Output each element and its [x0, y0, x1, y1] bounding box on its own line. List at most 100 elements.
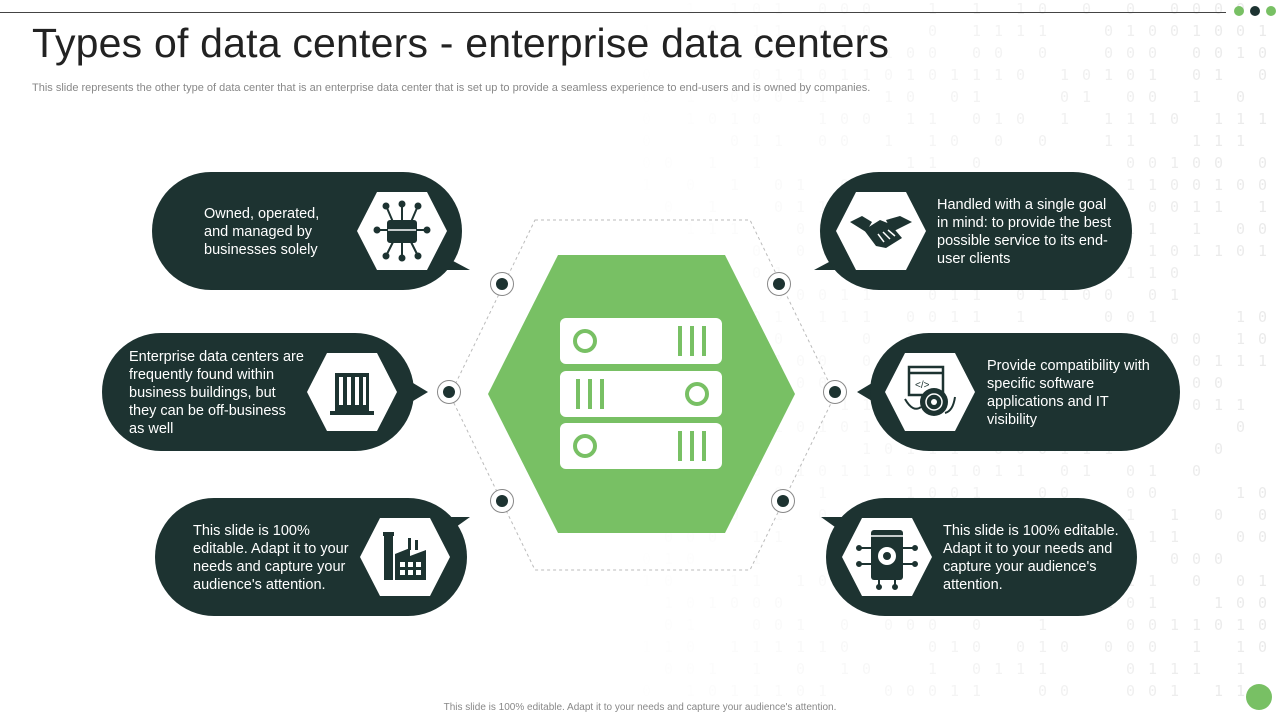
- svg-text:1: 1: [972, 0, 981, 18]
- svg-text:0: 0: [818, 374, 827, 392]
- svg-text:1: 1: [796, 572, 805, 590]
- info-text: Handled with a single goal in mind: to p…: [937, 197, 1112, 267]
- svg-text:1: 1: [1236, 132, 1245, 150]
- svg-text:1: 1: [928, 132, 937, 150]
- svg-text:0: 0: [818, 132, 827, 150]
- svg-text:1: 1: [1016, 0, 1025, 18]
- svg-text:0: 0: [1214, 550, 1223, 568]
- svg-text:1: 1: [1148, 220, 1157, 238]
- svg-text:1: 1: [1192, 616, 1201, 634]
- svg-text:1: 1: [1258, 242, 1267, 260]
- svg-text:1: 1: [1126, 132, 1135, 150]
- svg-text:1: 1: [1016, 308, 1025, 326]
- svg-text:0: 0: [1236, 528, 1245, 546]
- svg-text:0: 0: [994, 44, 1003, 62]
- svg-text:1: 1: [1126, 264, 1135, 282]
- svg-text:0: 0: [972, 660, 981, 678]
- svg-text:1: 1: [1214, 352, 1223, 370]
- svg-text:0: 0: [1104, 308, 1113, 326]
- svg-text:1: 1: [1236, 44, 1245, 62]
- svg-text:1: 1: [1126, 110, 1135, 128]
- svg-text:0: 0: [862, 110, 871, 128]
- svg-text:1: 1: [1236, 682, 1245, 700]
- info-pill-editable-right: This slide is 100% editable. Adapt it to…: [826, 498, 1137, 616]
- svg-text:1: 1: [818, 682, 827, 700]
- svg-text:1: 1: [1214, 396, 1223, 414]
- info-text: This slide is 100% editable. Adapt it to…: [943, 523, 1119, 593]
- svg-text:0: 0: [1258, 220, 1267, 238]
- svg-text:0: 0: [1060, 462, 1069, 480]
- svg-text:1: 1: [1104, 132, 1113, 150]
- svg-text:1: 1: [1148, 594, 1157, 612]
- info-pill-compatibility: </> Provide compatibility with specific …: [870, 333, 1180, 451]
- svg-text:0: 0: [1170, 550, 1179, 568]
- svg-text:0: 0: [1192, 396, 1201, 414]
- svg-text:1: 1: [1038, 638, 1047, 656]
- svg-text:0: 0: [1170, 330, 1179, 348]
- svg-text:1: 1: [884, 44, 893, 62]
- svg-text:1: 1: [928, 110, 937, 128]
- svg-text:0: 0: [1060, 88, 1069, 106]
- factory-icon: [360, 518, 450, 596]
- svg-text:1: 1: [906, 484, 915, 502]
- svg-text:1: 1: [1236, 660, 1245, 678]
- svg-text:0: 0: [1192, 462, 1201, 480]
- svg-text:0: 0: [972, 462, 981, 480]
- svg-text:0: 0: [1170, 110, 1179, 128]
- svg-text:0: 0: [818, 286, 827, 304]
- svg-text:0: 0: [1214, 154, 1223, 172]
- node-mid-left: [437, 380, 461, 404]
- info-pill-owned: Owned, operated, and managed by business…: [152, 172, 462, 290]
- svg-text:0: 0: [1236, 572, 1245, 590]
- svg-text:1: 1: [1148, 242, 1157, 260]
- briefcase-network-icon: [357, 192, 447, 270]
- svg-text:1: 1: [1214, 110, 1223, 128]
- svg-text:1: 1: [994, 110, 1003, 128]
- svg-text:0: 0: [1038, 484, 1047, 502]
- svg-text:1: 1: [1148, 572, 1157, 590]
- svg-text:1: 1: [1192, 22, 1201, 40]
- svg-text:1: 1: [1038, 616, 1047, 634]
- svg-text:0: 0: [1126, 0, 1135, 18]
- svg-text:0: 0: [928, 484, 937, 502]
- svg-text:0: 0: [840, 0, 849, 18]
- svg-text:1: 1: [1170, 616, 1179, 634]
- svg-text:0: 0: [1170, 0, 1179, 18]
- svg-text:0: 0: [906, 44, 915, 62]
- svg-text:0: 0: [1192, 550, 1201, 568]
- svg-text:1: 1: [1060, 286, 1069, 304]
- svg-text:1: 1: [1082, 88, 1091, 106]
- svg-text:0: 0: [928, 44, 937, 62]
- svg-text:1: 1: [840, 396, 849, 414]
- svg-text:1: 1: [994, 22, 1003, 40]
- svg-text:0: 0: [1038, 132, 1047, 150]
- svg-text:0: 0: [1126, 660, 1135, 678]
- svg-text:0: 0: [928, 308, 937, 326]
- corner-dot: [1246, 684, 1272, 710]
- svg-text:0: 0: [950, 484, 959, 502]
- svg-text:0: 0: [1104, 22, 1113, 40]
- slide-dots: [1234, 6, 1276, 16]
- svg-text:0: 0: [1236, 22, 1245, 40]
- svg-text:1: 1: [1038, 286, 1047, 304]
- svg-text:0: 0: [972, 154, 981, 172]
- svg-text:1: 1: [928, 154, 937, 172]
- svg-text:1: 1: [862, 462, 871, 480]
- svg-text:0: 0: [950, 88, 959, 106]
- svg-text:0: 0: [1170, 198, 1179, 216]
- svg-text:0: 0: [906, 88, 915, 106]
- svg-text:0: 0: [1192, 572, 1201, 590]
- svg-text:0: 0: [1192, 330, 1201, 348]
- svg-text:0: 0: [862, 660, 871, 678]
- svg-text:0: 0: [1170, 176, 1179, 194]
- svg-text:1: 1: [1236, 484, 1245, 502]
- svg-text:0: 0: [1192, 154, 1201, 172]
- svg-text:0: 0: [928, 286, 937, 304]
- svg-text:1: 1: [906, 154, 915, 172]
- svg-text:1: 1: [1126, 176, 1135, 194]
- svg-text:0: 0: [1126, 308, 1135, 326]
- svg-text:1: 1: [862, 440, 871, 458]
- svg-text:0: 0: [1192, 0, 1201, 18]
- svg-text:1: 1: [818, 308, 827, 326]
- svg-text:0: 0: [906, 462, 915, 480]
